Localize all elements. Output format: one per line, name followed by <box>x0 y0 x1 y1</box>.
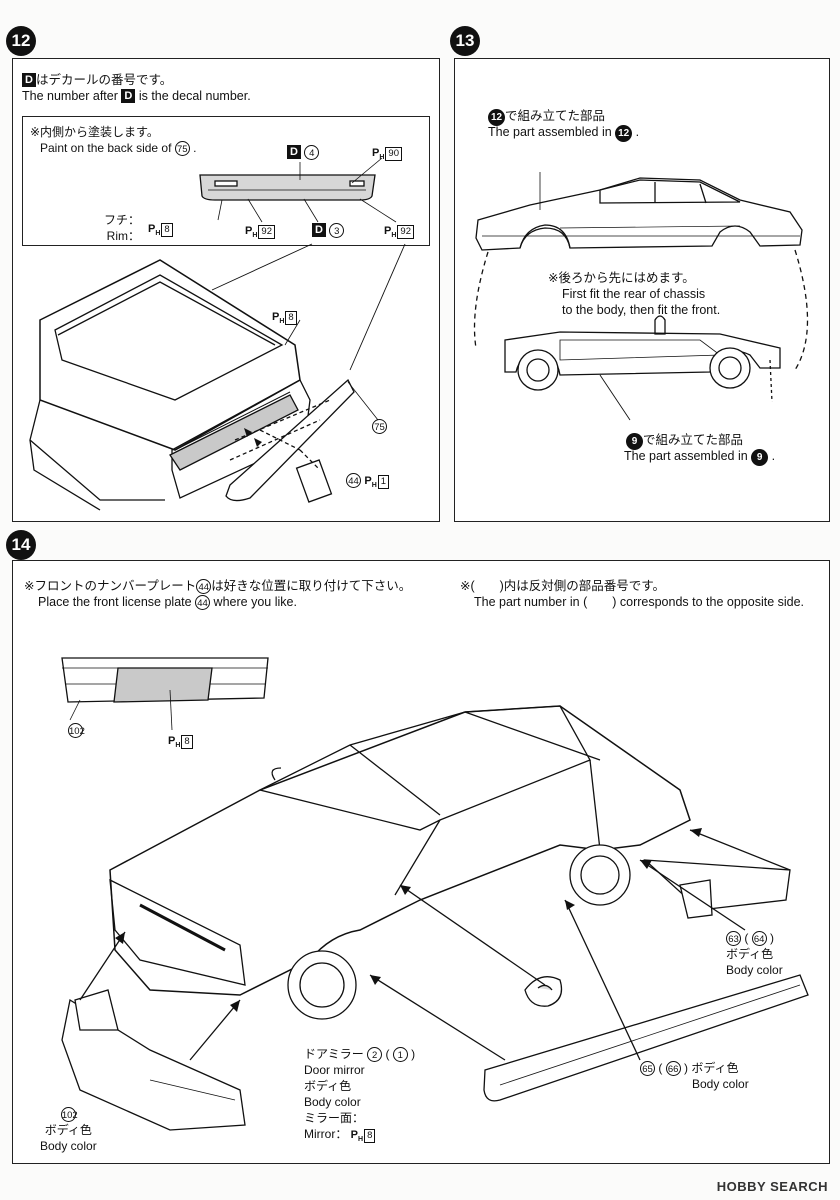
front-bumper-labels: 102 ボディ色 Body color <box>40 1106 97 1154</box>
mirror-labels: ドアミラー 2 ( 1 ) Door mirror ボディ色 Body colo… <box>304 1047 416 1144</box>
side-skirt-labels: 65 ( 66 ) ボディ色 Body color <box>640 1060 749 1092</box>
step-13-note-en2: to the body, then fit the front. <box>562 303 721 317</box>
step-13-badge: 13 <box>450 26 480 56</box>
decal-3-label: D 3 <box>312 222 345 238</box>
step-13-note-en1: First fit the rear of chassis <box>562 287 706 301</box>
inset-note-en: Paint on the back side of 75 . <box>40 141 197 156</box>
step-13-top-en: The part assembled in 12 . <box>488 124 639 142</box>
step-12-note-en: The number after D is the decal number. <box>22 89 251 103</box>
hobby-search-watermark: HOBBY SEARCH <box>716 1179 828 1194</box>
step-12-badge: 12 <box>6 26 36 56</box>
step-14-front-en: Place the front license plate 44 where y… <box>38 595 297 610</box>
rear-bumper-labels: 63 ( 64 ) ボディ色 Body color <box>726 931 783 977</box>
rim-label: フチ：Rim： <box>104 213 141 243</box>
step-14-badge: 14 <box>6 530 36 560</box>
inset-102-label: 102 <box>68 722 85 738</box>
step-13-bottom-en: The part assembled in 9 . <box>624 448 775 466</box>
part-75-label: 75 <box>372 418 387 434</box>
step-13-note-ja: ※後ろから先にはめます。 <box>548 271 695 285</box>
decal-4-label: D 4 <box>287 144 320 160</box>
step-14-opp-ja: ※( )内は反対側の部品番号です。 <box>460 579 666 593</box>
step-14-opp-en: The part number in ( ) corresponds to th… <box>474 595 805 609</box>
inset-note-ja: ※内側から塗装します。 <box>30 125 159 139</box>
